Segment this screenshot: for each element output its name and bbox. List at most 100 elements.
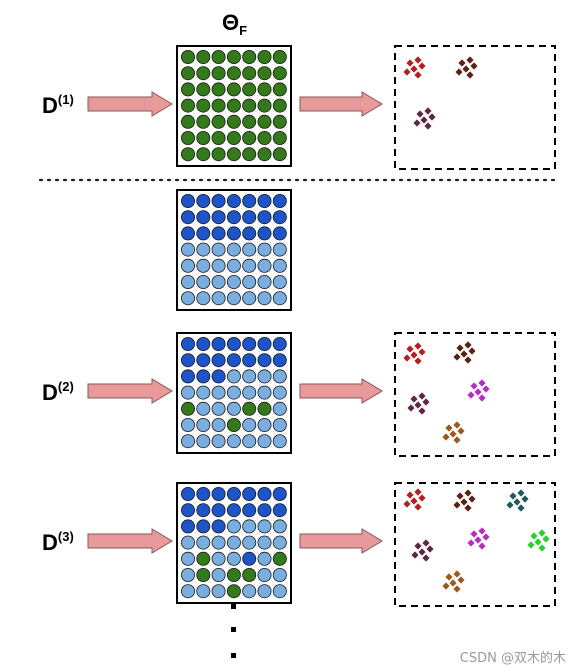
- grid-neuron: [180, 417, 195, 432]
- grid-neuron: [180, 242, 195, 257]
- grid-neuron: [226, 417, 241, 432]
- grid-neuron: [272, 568, 287, 583]
- grid-neuron: [242, 336, 257, 351]
- grid-neuron: [180, 369, 195, 384]
- grid-neuron: [196, 535, 211, 550]
- grid-neuron: [180, 584, 195, 599]
- grid-neuron: [226, 353, 241, 368]
- grid-neuron: [196, 584, 211, 599]
- grid-neuron: [272, 551, 287, 566]
- output-arrow: [299, 378, 383, 404]
- grid-neuron: [211, 114, 226, 129]
- grid-neuron: [257, 98, 272, 113]
- grid-neuron: [180, 193, 195, 208]
- grid-neuron: [226, 98, 241, 113]
- grid-neuron: [257, 291, 272, 306]
- grid-neuron: [226, 519, 241, 534]
- grid-neuron: [272, 226, 287, 241]
- grid-neuron: [257, 401, 272, 416]
- grid-neuron: [257, 82, 272, 97]
- grid-neuron: [196, 401, 211, 416]
- grid-neuron: [180, 130, 195, 145]
- output-arrow: [299, 528, 383, 554]
- grid-neuron: [257, 503, 272, 518]
- grid-neuron: [226, 210, 241, 225]
- grid-neuron: [180, 385, 195, 400]
- grid-neuron: [242, 434, 257, 449]
- row-1: D(1): [42, 45, 556, 170]
- grid-neuron: [242, 82, 257, 97]
- grid-neuron: [211, 66, 226, 81]
- theta-label: ΘF: [222, 10, 247, 38]
- grid-neuron: [196, 519, 211, 534]
- grid-neuron: [226, 291, 241, 306]
- grid-neuron: [226, 401, 241, 416]
- grid-neuron: [211, 353, 226, 368]
- grid-neuron: [211, 50, 226, 65]
- grid-neuron: [226, 369, 241, 384]
- grid-neuron: [242, 114, 257, 129]
- grid-neuron: [180, 66, 195, 81]
- grid-neuron: [226, 242, 241, 257]
- grid-neuron: [196, 385, 211, 400]
- grid-neuron: [257, 210, 272, 225]
- grid-neuron: [226, 82, 241, 97]
- grid-neuron: [180, 401, 195, 416]
- grid-neuron: [180, 503, 195, 518]
- grid-neuron: [257, 417, 272, 432]
- grid-neuron: [211, 147, 226, 162]
- grid-neuron: [196, 417, 211, 432]
- grid-neuron: [226, 535, 241, 550]
- class-cluster: [411, 539, 434, 562]
- grid-neuron: [226, 551, 241, 566]
- grid-neuron: [272, 147, 287, 162]
- grid-neuron: [242, 258, 257, 273]
- grid-neuron: [180, 82, 195, 97]
- grid-neuron: [196, 98, 211, 113]
- grid-neuron: [196, 210, 211, 225]
- grid-neuron: [211, 568, 226, 583]
- grid-neuron: [211, 193, 226, 208]
- grid-neuron: [272, 503, 287, 518]
- grid-neuron: [226, 66, 241, 81]
- class-cluster: [413, 107, 436, 130]
- grid-neuron: [196, 353, 211, 368]
- grid-neuron: [196, 130, 211, 145]
- grid-neuron: [257, 66, 272, 81]
- grid-neuron: [257, 584, 272, 599]
- grid-neuron: [242, 417, 257, 432]
- grid-neuron: [211, 503, 226, 518]
- grid-neuron: [196, 226, 211, 241]
- row-blank: [176, 189, 292, 311]
- grid-neuron: [242, 568, 257, 583]
- class-cluster: [506, 489, 529, 512]
- grid-neuron: [211, 486, 226, 501]
- grid-neuron: [272, 584, 287, 599]
- grid-neuron: [242, 66, 257, 81]
- grid-neuron: [257, 226, 272, 241]
- grid-neuron: [242, 226, 257, 241]
- grid-neuron: [226, 114, 241, 129]
- class-cluster: [403, 56, 426, 79]
- grid-neuron: [257, 369, 272, 384]
- grid-neuron: [257, 353, 272, 368]
- grid-neuron: [211, 274, 226, 289]
- grid-neuron: [257, 551, 272, 566]
- grid-neuron: [257, 568, 272, 583]
- class-cluster: [455, 56, 478, 79]
- grid-neuron: [242, 50, 257, 65]
- grid-neuron: [180, 147, 195, 162]
- grid-neuron: [211, 369, 226, 384]
- row-label: D(1): [42, 92, 74, 118]
- grid-neuron: [272, 114, 287, 129]
- grid-neuron: [226, 274, 241, 289]
- grid-neuron: [257, 242, 272, 257]
- grid-neuron: [272, 50, 287, 65]
- grid-neuron: [211, 584, 226, 599]
- grid-neuron: [272, 98, 287, 113]
- grid-neuron: [226, 50, 241, 65]
- grid-neuron: [180, 291, 195, 306]
- class-cluster: [467, 527, 490, 550]
- grid-neuron: [196, 258, 211, 273]
- grid-neuron: [226, 336, 241, 351]
